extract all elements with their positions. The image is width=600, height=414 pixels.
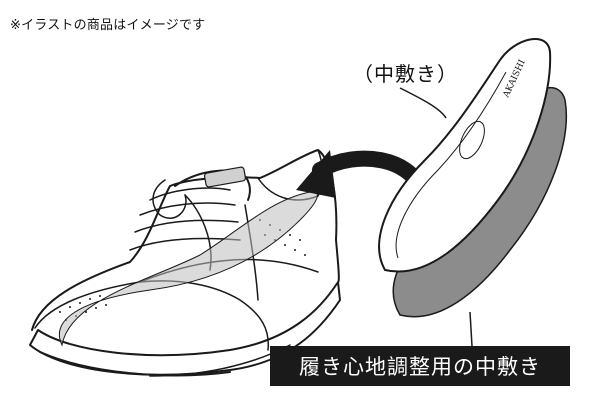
leader-line-bottom — [469, 311, 473, 347]
image-disclaimer: ※イラストの商品はイメージです — [10, 18, 206, 33]
bottom-caption: 履き心地調整用の中敷き — [270, 346, 570, 386]
leader-line-top — [399, 87, 447, 119]
insole-illustration: AKAISHI — [378, 37, 552, 273]
insole-inside-shoe — [58, 191, 318, 347]
insole-callout: （中敷き） — [353, 62, 458, 86]
shoe-illustration — [29, 149, 341, 377]
